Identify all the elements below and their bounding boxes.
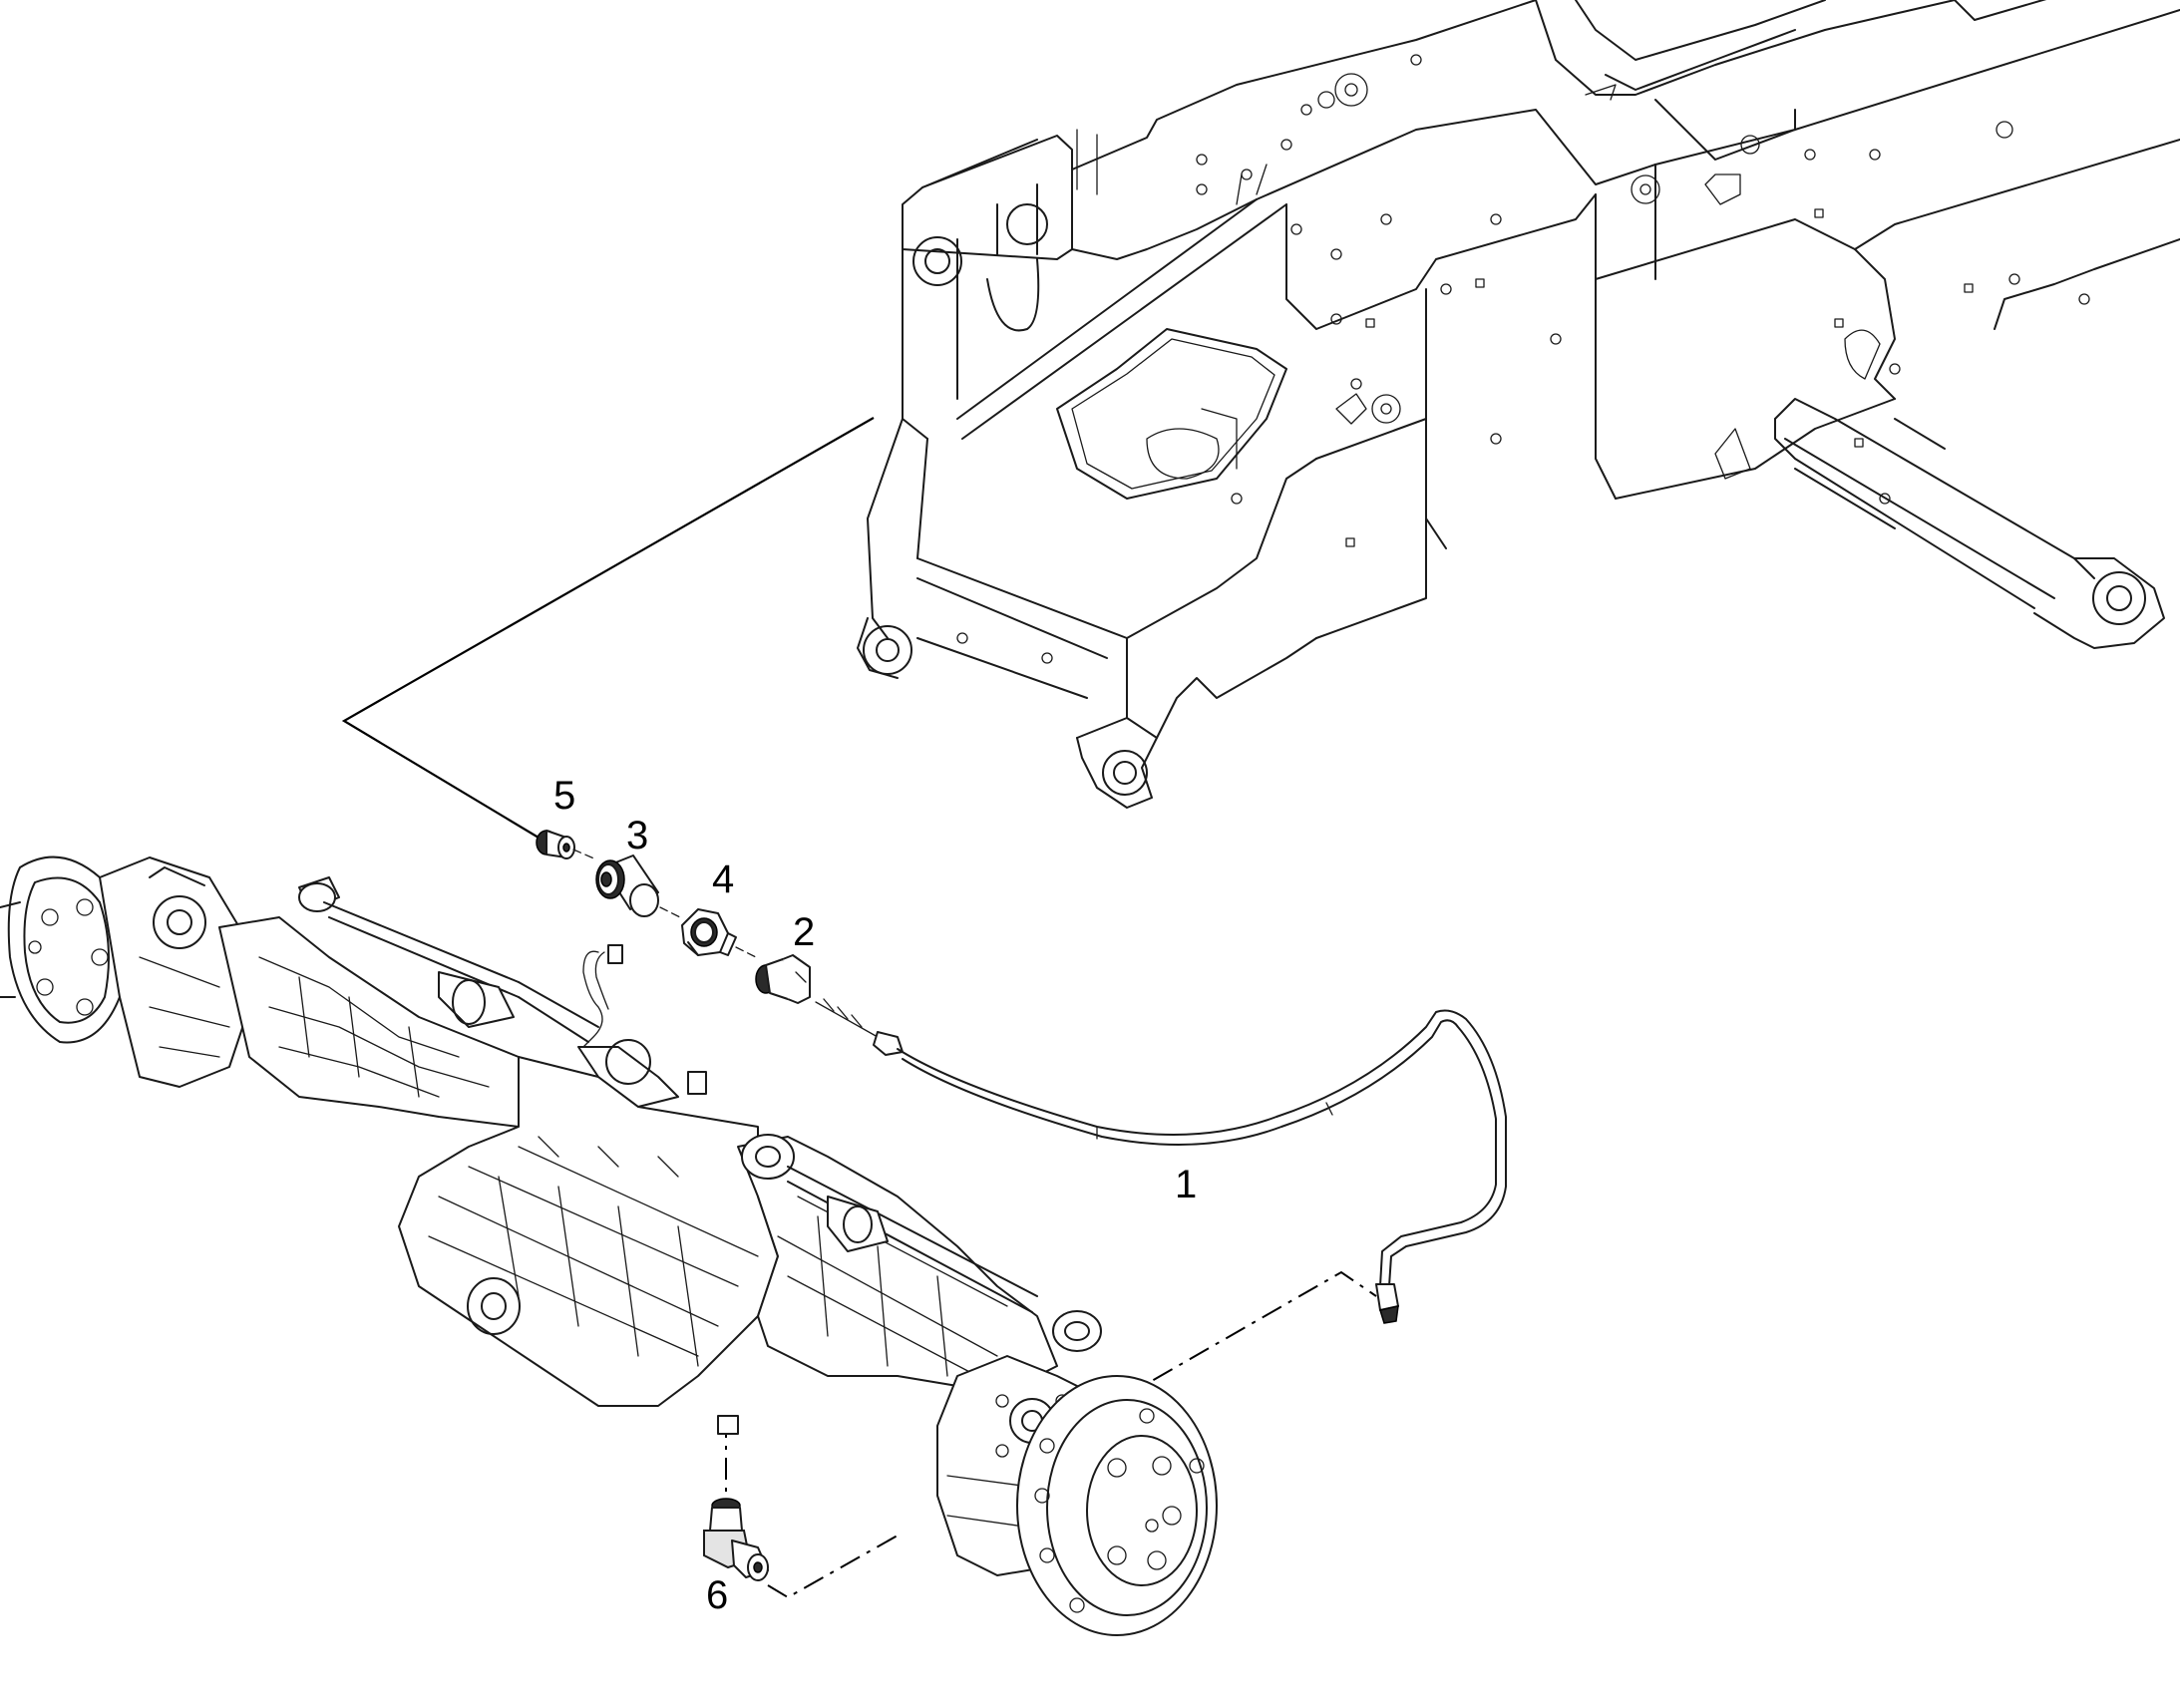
dash-line-cable — [1116, 1270, 1377, 1402]
dash-line-6-axle — [767, 1535, 899, 1599]
callout-2: 2 — [793, 910, 816, 954]
chassis-frame — [857, 0, 2180, 809]
part-5-nipple — [536, 830, 575, 859]
part-3-bushing — [595, 854, 659, 917]
part-4-hex-nut — [681, 908, 737, 956]
part-2-adapter — [755, 954, 811, 1004]
callout-5: 5 — [553, 774, 576, 818]
callout-4: 4 — [712, 857, 735, 901]
callout-3: 3 — [626, 814, 649, 857]
fitting-parts — [536, 830, 811, 1004]
front-axle-assembly — [0, 855, 1218, 1636]
part-6-elbow-sensor — [703, 1498, 769, 1581]
leader-line-5 — [341, 417, 875, 842]
callout-1: 1 — [1175, 1163, 1198, 1206]
part-1-sensor-cable — [815, 998, 1507, 1324]
callout-6: 6 — [706, 1573, 729, 1617]
